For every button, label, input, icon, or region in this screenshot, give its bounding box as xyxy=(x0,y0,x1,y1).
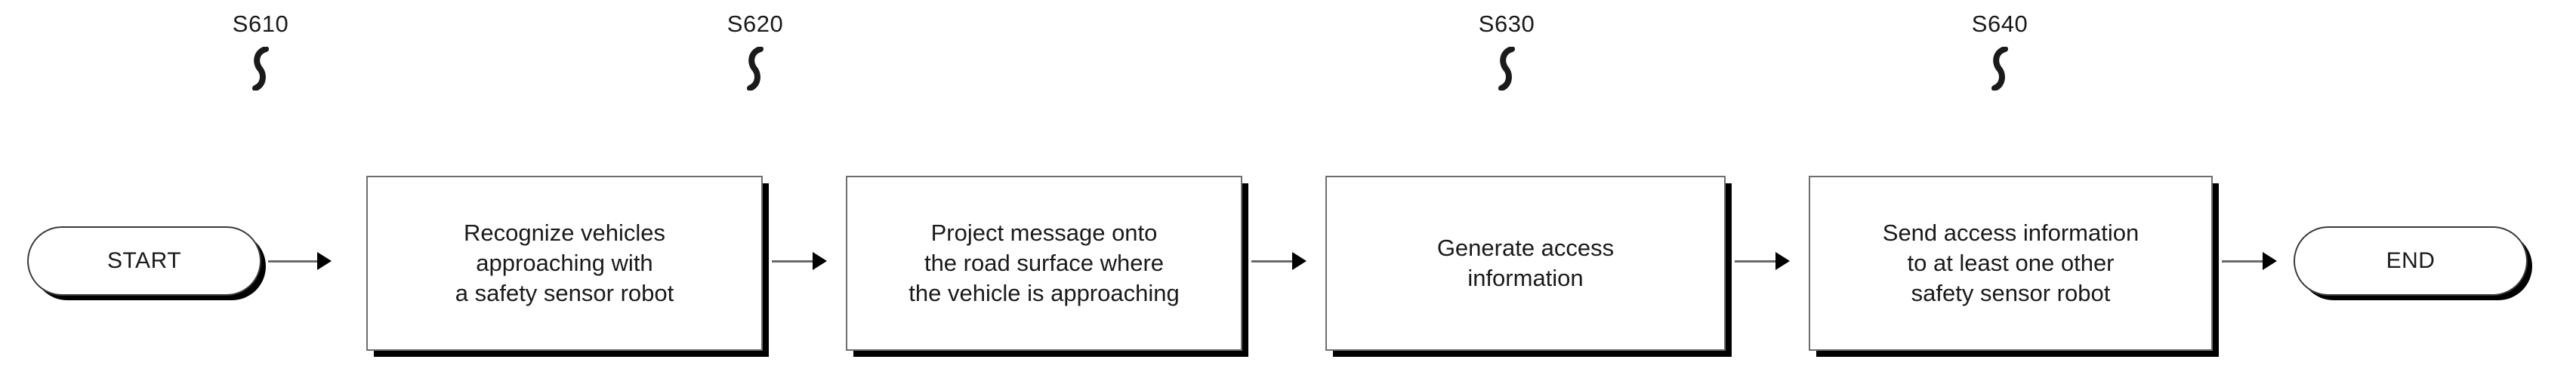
node-s640-label: Send access information to at least one … xyxy=(1882,219,2139,307)
arrowhead-start-to-s610 xyxy=(317,252,332,270)
node-s610[interactable]: Recognize vehicles approaching with a sa… xyxy=(366,176,763,351)
step-label-s620: S620 xyxy=(727,11,784,37)
node-start[interactable]: START xyxy=(27,226,261,296)
node-s610-label: Recognize vehicles approaching with a sa… xyxy=(455,219,674,307)
node-start-label: START xyxy=(106,248,182,273)
squiggle-leader-icon-s610 xyxy=(252,47,269,91)
node-s640[interactable]: Send access information to at least one … xyxy=(1809,176,2213,351)
connector-s610-to-s620 xyxy=(772,260,815,263)
squiggle-leader-icon-s640 xyxy=(1991,47,2008,91)
node-end[interactable]: END xyxy=(2294,226,2528,296)
connector-s620-to-s630 xyxy=(1251,260,1294,263)
arrowhead-s640-to-end xyxy=(2263,252,2277,270)
connector-start-to-s610 xyxy=(268,260,319,263)
node-s620[interactable]: Project message onto the road surface wh… xyxy=(846,176,1242,351)
arrowhead-s610-to-s620 xyxy=(813,252,827,270)
node-end-label: END xyxy=(2386,248,2436,273)
arrowhead-s620-to-s630 xyxy=(1292,252,1307,270)
connector-s630-to-s640 xyxy=(1735,260,1778,263)
step-label-s630: S630 xyxy=(1478,11,1535,37)
node-s630-label: Generate access information xyxy=(1436,234,1615,291)
node-s630[interactable]: Generate access information xyxy=(1325,176,1726,351)
arrowhead-s630-to-s640 xyxy=(1775,252,1790,270)
node-s620-label: Project message onto the road surface wh… xyxy=(909,219,1180,307)
step-label-s610: S610 xyxy=(232,11,289,37)
squiggle-leader-icon-s630 xyxy=(1498,47,1515,91)
step-label-s640: S640 xyxy=(1971,11,2028,37)
connector-s640-to-end xyxy=(2222,260,2265,263)
squiggle-leader-icon-s620 xyxy=(747,47,764,91)
